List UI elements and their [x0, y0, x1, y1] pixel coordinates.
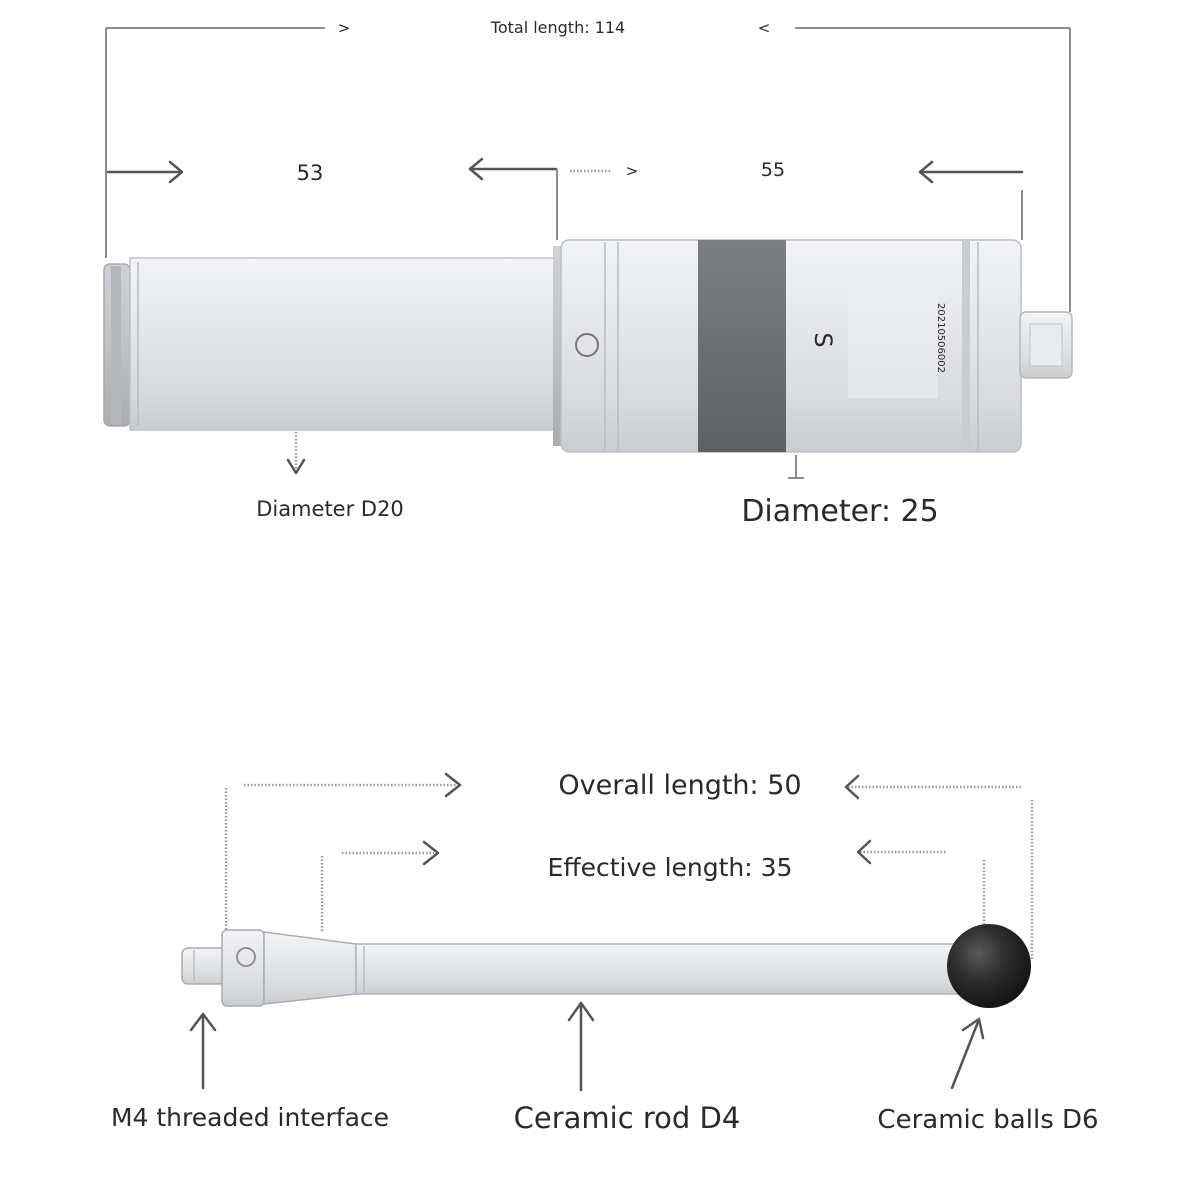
thread-stub — [181, 947, 229, 985]
probe-end-nub — [1019, 311, 1073, 379]
arrow-head-left-icon — [856, 839, 872, 865]
stylus-collar — [221, 929, 265, 1007]
serial-number: 20210506002 — [935, 303, 946, 373]
collar-hole-icon — [236, 947, 256, 967]
effective-length-label: Effective length: 35 — [548, 853, 793, 882]
ball-label: Ceramic balls D6 — [877, 1105, 1098, 1135]
rod-label: Ceramic rod D4 — [514, 1101, 741, 1135]
locking-screw-icon — [575, 333, 599, 357]
thread-label: M4 threaded interface — [111, 1103, 389, 1132]
arrow-head-left-icon — [918, 160, 934, 184]
arrow-up-right-icon — [961, 1017, 985, 1040]
body-letter: S — [809, 332, 837, 347]
diameter-right-label: Diameter: 25 — [741, 494, 938, 529]
stylus-callouts: M4 threaded interface Ceramic rod D4 Cer… — [111, 1001, 1099, 1135]
arrow-head-left-icon — [844, 774, 860, 800]
total-length-label: Total length: 114 — [490, 18, 625, 37]
arrow-down-icon — [286, 458, 306, 475]
arrow-up-icon — [189, 1012, 217, 1032]
section-left-length: 53 — [297, 161, 324, 185]
stylus-shape — [181, 924, 1031, 1008]
diameter-left-label: Diameter D20 — [256, 497, 404, 521]
total-length-left-mark: > — [338, 19, 351, 37]
section-right-length: 55 — [761, 159, 785, 181]
probe-thick-section: S 20210506002 — [553, 239, 1022, 453]
diameter-callouts: Diameter D20 Diameter: 25 — [256, 432, 939, 529]
total-length-right-mark: < — [758, 19, 771, 37]
section-dimensions: 53 > 55 — [106, 157, 1024, 240]
effective-length-dimension: Effective length: 35 — [320, 839, 986, 932]
stylus-taper — [263, 931, 357, 1005]
total-length-dimension: > Total length: 114 < — [105, 18, 1071, 312]
dark-band — [698, 240, 786, 452]
probe-body-group: > Total length: 114 < 53 > 55 — [103, 18, 1073, 529]
section-right-mark: > — [626, 162, 639, 180]
arrow-head-right-icon — [422, 840, 440, 866]
ceramic-ball — [947, 924, 1031, 1008]
stylus-group: Overall length: 50 Effective length: 35 — [111, 770, 1099, 1135]
overall-length-label: Overall length: 50 — [558, 770, 801, 801]
arrow-head-right-icon — [168, 160, 184, 184]
ceramic-rod — [355, 943, 959, 995]
overall-length-dimension: Overall length: 50 — [224, 770, 1034, 960]
arrow-head-right-icon — [444, 772, 462, 798]
probe-thin-section — [103, 257, 559, 431]
arrow-head-left-icon — [468, 157, 484, 181]
arrow-up-icon — [567, 1001, 595, 1022]
